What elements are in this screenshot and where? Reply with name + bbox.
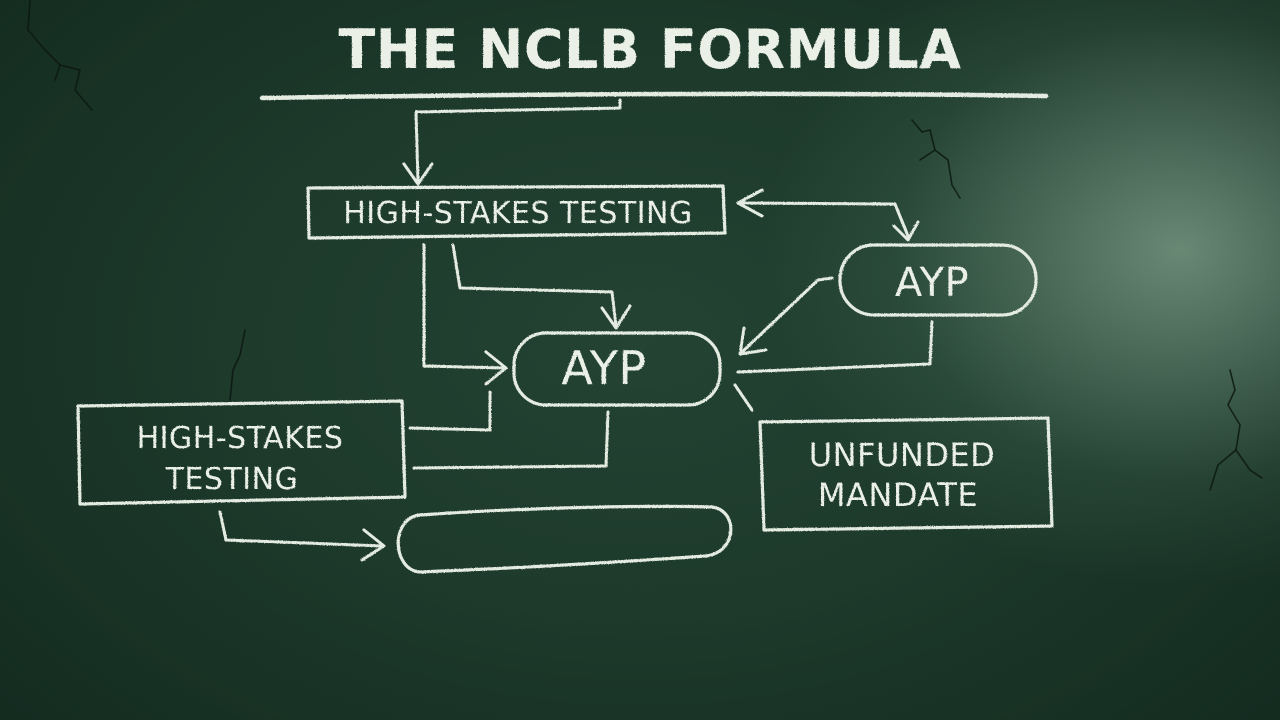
arrow-ayp-right-to-center bbox=[740, 276, 834, 354]
node-empty-pill bbox=[396, 504, 733, 574]
node-box bbox=[758, 416, 1054, 532]
arrowhead bbox=[892, 220, 920, 242]
board-cracks bbox=[27, 0, 1263, 491]
node-pill bbox=[838, 243, 1038, 317]
arrowhead bbox=[600, 304, 632, 330]
arrowhead bbox=[738, 326, 768, 356]
node-ayp-center: AYP bbox=[512, 331, 722, 407]
node-unfunded-mandate: UNFUNDED MANDATE bbox=[758, 416, 1054, 532]
arrowhead bbox=[360, 528, 386, 562]
arrow-testing-to-empty bbox=[218, 510, 384, 548]
arrow-testing-ayp-right bbox=[738, 201, 910, 238]
node-label-line2: MANDATE bbox=[818, 476, 978, 514]
line-left-testing-to-ayp-bottom bbox=[412, 410, 610, 470]
node-box bbox=[306, 184, 727, 240]
arrow-testing-to-ayp-center-left bbox=[422, 243, 507, 370]
node-ayp-right: AYP bbox=[838, 243, 1038, 317]
arrow-testing-to-ayp-center bbox=[451, 243, 618, 328]
node-label-line1: HIGH-STAKES bbox=[137, 421, 344, 456]
node-label-line2: TESTING bbox=[165, 462, 299, 497]
node-high-stakes-testing-top: HIGH-STAKES TESTING bbox=[306, 184, 727, 240]
line-left-testing-to-ayp bbox=[408, 390, 492, 432]
arrowhead bbox=[736, 188, 764, 218]
node-high-stakes-testing-left: HIGH-STAKES TESTING bbox=[76, 399, 407, 506]
line-ayp-to-mandate bbox=[733, 383, 754, 412]
connectors bbox=[218, 98, 934, 562]
node-box bbox=[76, 399, 407, 506]
arrowhead bbox=[484, 350, 508, 386]
arrow-title-to-testing bbox=[414, 98, 622, 184]
title-underline bbox=[259, 91, 1049, 101]
node-pill bbox=[396, 504, 733, 574]
node-label: HIGH-STAKES TESTING bbox=[343, 196, 693, 231]
node-label: AYP bbox=[561, 341, 646, 395]
node-label-line1: UNFUNDED bbox=[809, 436, 996, 474]
node-label: AYP bbox=[895, 260, 969, 306]
diagram-title: THE NCLB FORMULA bbox=[338, 18, 961, 81]
arrowhead bbox=[402, 162, 434, 186]
line-ayp-right-loop bbox=[736, 320, 934, 374]
node-pill bbox=[512, 331, 722, 407]
